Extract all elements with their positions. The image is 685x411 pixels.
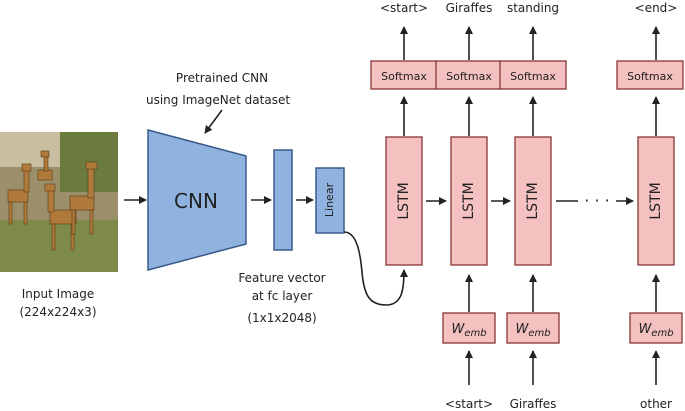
feature-layer-label: at fc layer [252,289,313,303]
annotation-arrow-icon [204,109,223,134]
lstm-cell [385,136,423,266]
feature-vector-label: Feature vector [238,271,325,285]
wemb-label: Wemb [515,322,550,339]
softmax-box [370,60,438,90]
wemb-box [442,312,496,344]
lstm-cell [450,136,488,266]
pretrained-dataset-label: using ImageNet dataset [146,93,290,107]
input-token: Giraffes [510,397,557,411]
input-token: other [640,397,672,411]
pretrained-cnn-label: Pretrained CNN [176,71,268,85]
wemb-box [506,312,560,344]
input-image-size: (224x224x3) [19,305,96,319]
linear-label: Linear [323,182,336,217]
linear-block [315,167,345,234]
lstm-column-2: LSTM Softmax Giraffes Wemb <start> [435,1,503,411]
feature-vector-block [273,149,293,251]
softmax-label: Softmax [510,70,556,83]
softmax-label: Softmax [627,70,673,83]
cnn-block [147,129,247,271]
lstm-column-1: LSTM Softmax <start> [370,1,438,266]
input-token: <start> [445,397,493,411]
lstm-label: LSTM [396,182,412,219]
softmax-label: Softmax [446,70,492,83]
lstm-cell [637,136,675,266]
cnn-label: CNN [174,189,218,213]
giraffe-photo-icon [7,150,98,251]
linear-to-lstm-connector [343,231,408,306]
wemb-label: Wemb [638,322,673,339]
output-token: Giraffes [446,1,493,15]
lstm-column-3: LSTM Softmax standing Wemb Giraffes [499,1,567,411]
wemb-box [629,312,683,344]
input-image-title: Input Image [22,287,94,301]
softmax-label: Softmax [381,70,427,83]
softmax-box [616,60,684,90]
softmax-box [499,60,567,90]
wemb-label: Wemb [451,322,486,339]
input-image [0,132,118,272]
feature-size-label: (1x1x2048) [247,311,316,325]
output-token: <start> [380,1,428,15]
output-token: standing [507,1,559,15]
output-token: <end> [635,1,678,15]
lstm-label: LSTM [648,182,664,219]
ellipsis-label: · · · [584,191,609,210]
lstm-cell [514,136,552,266]
lstm-label: LSTM [461,182,477,219]
lstm-column-final: LSTM Softmax <end> Wemb other [616,1,684,411]
lstm-label: LSTM [525,182,541,219]
